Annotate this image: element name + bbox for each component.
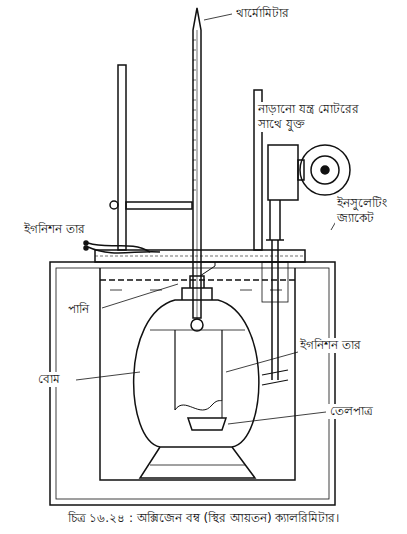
stirrer-motor — [268, 145, 298, 200]
bomb-stand — [140, 447, 255, 478]
figure-caption: চিত্র ১৬.২৪ : অক্সিজেন বম্ব (স্থির আয়তন… — [4, 511, 403, 526]
part-label: ইগনিশন তার — [298, 338, 363, 353]
support-post — [118, 65, 126, 250]
leader-line — [102, 284, 178, 308]
bomb — [134, 300, 259, 447]
part-label: নাড়ানো যন্ত্র মোটরের সাথে যুক্ত — [256, 102, 368, 132]
leader-line — [228, 412, 326, 424]
water-level — [100, 279, 295, 281]
lid — [95, 250, 305, 262]
leader-line — [204, 14, 232, 20]
leader-line — [76, 372, 140, 380]
part-label: থার্মোমিটার — [234, 6, 291, 21]
part-label: বোম — [36, 372, 62, 387]
part-label: ইগনিশন তার — [22, 222, 87, 237]
water-vessel — [100, 268, 295, 480]
part-label: ইনসুলেটিং জ্যাকেট — [335, 196, 405, 226]
leader-line — [226, 352, 298, 372]
part-label: তেলপাত্র — [328, 404, 375, 419]
part-label: পানি — [66, 302, 91, 317]
oil-cup — [188, 418, 226, 430]
